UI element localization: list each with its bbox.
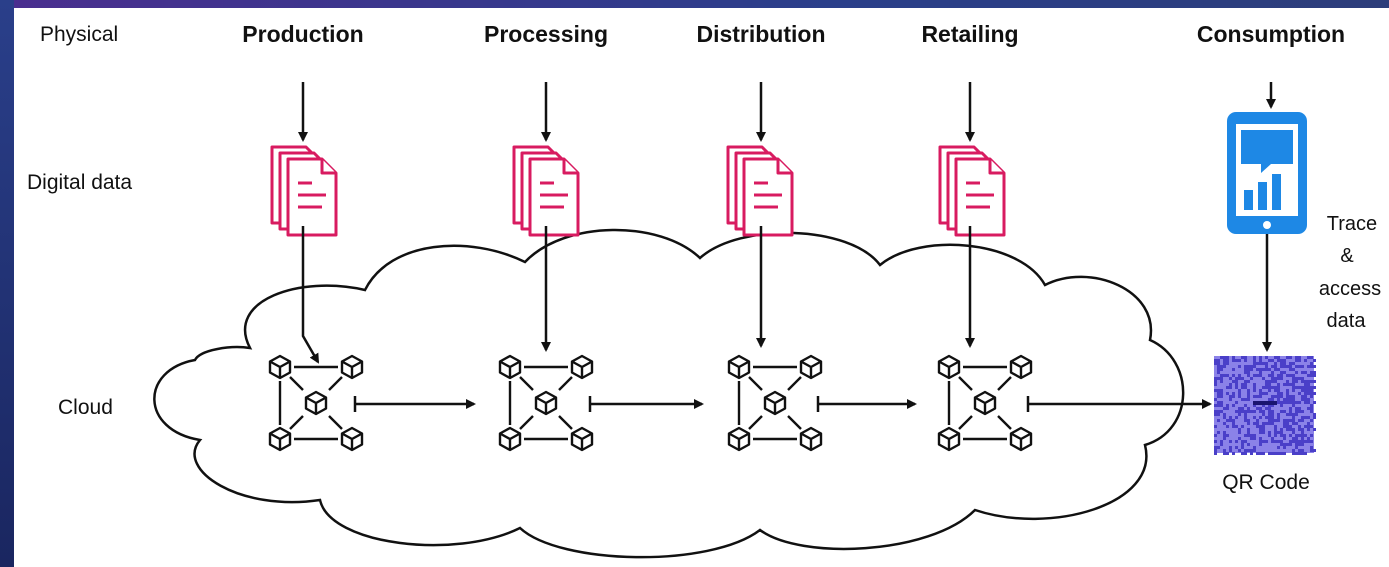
document-stack-icon xyxy=(270,145,338,237)
slide-left-border xyxy=(0,0,14,567)
document-stack-icon xyxy=(512,145,580,237)
trace-label-line-4: data xyxy=(1327,310,1367,332)
document-stack-icon xyxy=(726,145,794,237)
row-label-physical: Physical xyxy=(40,23,118,46)
trace-label-line-3: access xyxy=(1319,278,1381,300)
stage-production: Production xyxy=(242,21,363,47)
row-label-cloud: Cloud xyxy=(58,396,113,419)
slide-top-border xyxy=(0,0,1389,8)
document-stack-icon xyxy=(938,145,1006,237)
qr-code-label: QR Code xyxy=(1222,471,1310,494)
row-label-digital-data: Digital data xyxy=(27,171,132,194)
smartphone-chart-icon xyxy=(1227,112,1307,234)
stage-consumption: Consumption xyxy=(1197,21,1345,47)
stage-distribution: Distribution xyxy=(696,21,825,47)
stage-retailing: Retailing xyxy=(921,21,1018,47)
stage-processing: Processing xyxy=(484,21,608,47)
cloud-shape xyxy=(153,228,1185,559)
trace-label-line-2: & xyxy=(1340,245,1354,267)
trace-label-line-1: Trace xyxy=(1327,213,1377,235)
arrow-doc-to-chain-production xyxy=(301,226,320,364)
qr-code-icon xyxy=(1214,356,1316,455)
